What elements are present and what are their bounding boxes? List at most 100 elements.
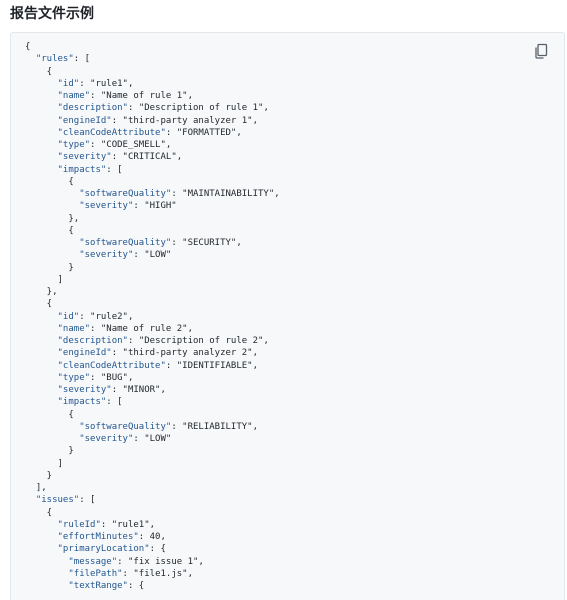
json-punctuation xyxy=(25,140,58,150)
copy-icon xyxy=(535,43,548,59)
json-key: "engineId" xyxy=(57,348,112,359)
json-punctuation: : xyxy=(171,189,183,199)
code-line: "description": "Description of rule 2", xyxy=(25,335,280,347)
json-key: "name" xyxy=(57,91,91,101)
json-punctuation: : xyxy=(111,115,123,126)
code-line: }, xyxy=(25,213,280,225)
code-line: "textRange": { xyxy=(25,580,280,592)
json-punctuation: , xyxy=(236,127,242,138)
json-punctuation: , xyxy=(127,372,134,383)
json-punctuation: : xyxy=(133,201,145,212)
json-punctuation xyxy=(25,128,58,138)
json-punctuation: { xyxy=(25,42,31,52)
json-key: "cleanCodeAttribute" xyxy=(57,127,166,138)
json-punctuation xyxy=(25,385,58,395)
page-title: 报告文件示例 xyxy=(10,6,94,22)
json-punctuation: , xyxy=(127,78,134,89)
json-key: "severity" xyxy=(79,201,134,212)
json-string: "rule2" xyxy=(90,311,128,322)
json-punctuation xyxy=(25,361,58,371)
json-string: "third-party analyzer 2" xyxy=(122,348,253,359)
code-line: ], xyxy=(25,482,280,494)
json-key: "primaryLocation" xyxy=(57,544,150,555)
code-line: "impacts": [ xyxy=(25,164,280,176)
json-string: "Name of rule 2" xyxy=(100,323,188,334)
copy-button[interactable] xyxy=(532,42,550,60)
json-key: "textRange" xyxy=(68,581,128,591)
json-punctuation xyxy=(25,54,36,64)
code-line: { xyxy=(25,66,280,78)
json-key: "softwareQuality" xyxy=(79,189,172,199)
json-string: "FORMATTED" xyxy=(176,127,237,138)
code-line: { xyxy=(25,507,280,519)
code-line: { xyxy=(25,41,280,53)
json-key: "type" xyxy=(57,140,91,150)
json-key: "issues" xyxy=(35,495,80,506)
json-punctuation: : xyxy=(127,103,139,114)
json-punctuation: : xyxy=(90,372,101,383)
json-string: "rule1" xyxy=(111,519,150,530)
code-line: { xyxy=(25,409,280,421)
code-line: "engineId": "third-party analyzer 1", xyxy=(25,115,280,127)
json-string: "HIGH" xyxy=(144,201,177,212)
json-punctuation: : xyxy=(117,556,128,567)
json-punctuation: } xyxy=(25,470,53,481)
json-punctuation: : xyxy=(90,91,101,101)
json-punctuation: , xyxy=(274,189,280,199)
json-string: "third-party analyzer 1" xyxy=(122,115,253,126)
json-punctuation: , xyxy=(252,348,259,359)
code-line: } xyxy=(25,470,280,482)
json-punctuation: : xyxy=(90,140,101,150)
json-number: 40 xyxy=(149,532,161,542)
json-punctuation xyxy=(25,103,58,113)
json-punctuation: : xyxy=(111,385,123,395)
json-string: "fix issue 1" xyxy=(127,556,199,567)
json-key: "id" xyxy=(57,78,80,89)
code-line: } xyxy=(25,262,280,274)
json-punctuation: : [ xyxy=(73,54,91,65)
code-line: "rules": [ xyxy=(25,53,280,65)
json-punctuation: ] xyxy=(25,274,63,285)
json-punctuation: , xyxy=(165,140,172,150)
json-punctuation: , xyxy=(160,385,166,395)
code-line: }, xyxy=(25,286,280,298)
code-line: ] xyxy=(25,458,280,470)
json-string: "IDENTIFIABLE" xyxy=(176,360,253,371)
json-string: "BUG" xyxy=(100,372,128,383)
json-punctuation: { xyxy=(25,66,53,77)
json-punctuation: : xyxy=(127,336,139,346)
code-line: "issues": [ xyxy=(25,494,280,506)
json-string: "LOW" xyxy=(144,434,172,444)
json-punctuation: ] xyxy=(25,458,63,469)
json-punctuation: { xyxy=(25,176,74,187)
json-string: "MINOR" xyxy=(122,385,161,395)
json-punctuation: } xyxy=(25,262,74,273)
json-punctuation: } xyxy=(25,446,74,457)
json-punctuation: : xyxy=(171,238,183,248)
json-key: "severity" xyxy=(57,152,112,163)
code-line: "type": "CODE_SMELL", xyxy=(25,139,280,151)
json-key: "name" xyxy=(57,323,91,334)
json-punctuation: : xyxy=(122,568,134,579)
json-punctuation: : xyxy=(138,532,150,542)
json-punctuation xyxy=(25,532,58,542)
json-punctuation: , xyxy=(236,238,242,248)
code-line: "softwareQuality": "RELIABILITY", xyxy=(25,421,280,433)
code-line: "filePath": "file1.js", xyxy=(25,568,280,580)
json-punctuation xyxy=(25,165,58,175)
json-string: "Name of rule 1" xyxy=(100,91,188,101)
code-line: { xyxy=(25,298,280,310)
code-line: } xyxy=(25,445,280,457)
json-punctuation: }, xyxy=(25,213,80,224)
json-key: "severity" xyxy=(57,385,112,395)
json-punctuation: , xyxy=(263,336,269,346)
json-punctuation xyxy=(25,336,58,346)
json-punctuation xyxy=(25,373,58,383)
code-line: "cleanCodeAttribute": "FORMATTED", xyxy=(25,127,280,139)
json-key: "description" xyxy=(57,336,128,346)
json-punctuation: , xyxy=(187,323,193,334)
json-string: "file1.js" xyxy=(133,568,188,579)
code-line: { xyxy=(25,176,280,188)
json-punctuation: , xyxy=(252,360,259,371)
json-punctuation: : [ xyxy=(79,495,96,506)
